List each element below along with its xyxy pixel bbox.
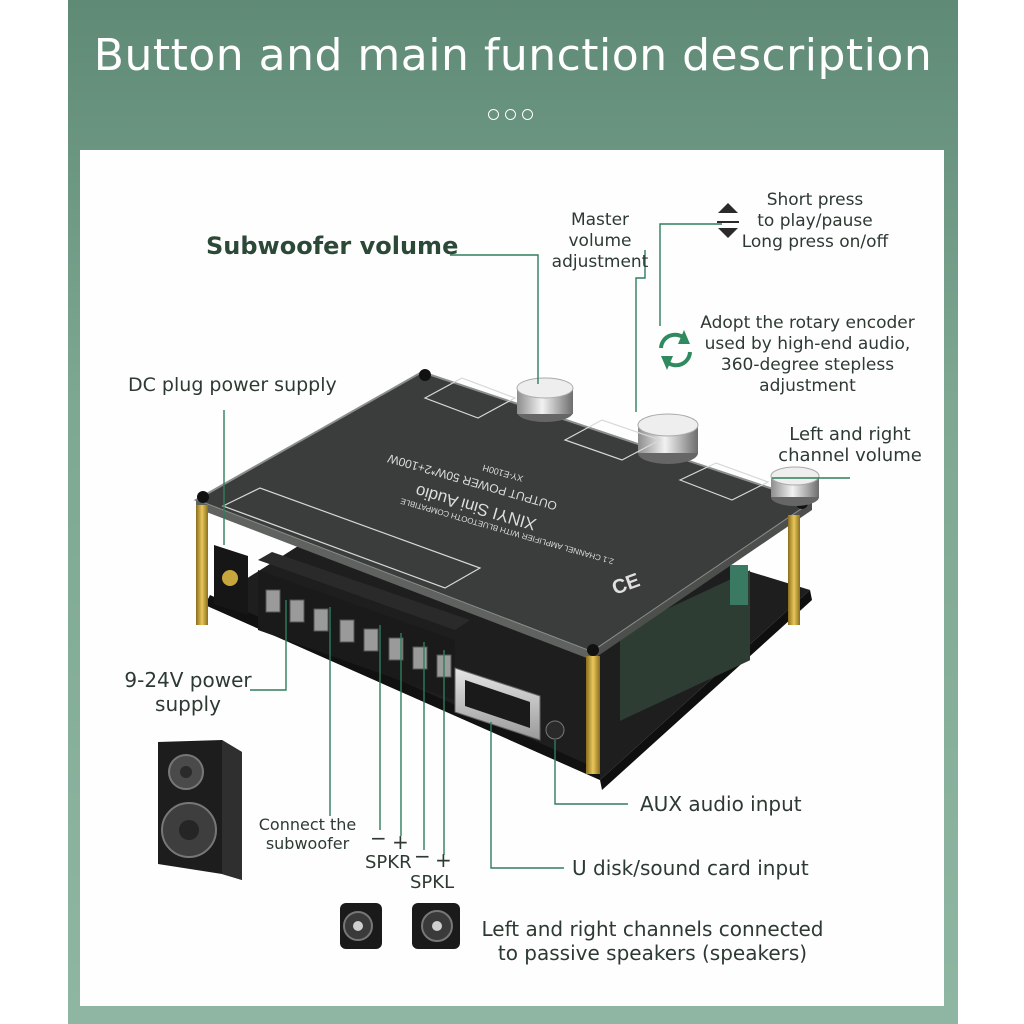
- subwoofer-volume-knob[interactable]: [516, 377, 574, 422]
- label-power-supply: 9-24V power supply: [124, 668, 252, 716]
- pagination-dot[interactable]: [505, 109, 516, 120]
- spkl-plus: +: [435, 848, 452, 872]
- plate-markings: [221, 377, 770, 589]
- label-aux-input: AUX audio input: [640, 792, 802, 816]
- label-udisk: U disk/sound card input: [572, 856, 809, 880]
- leader-lines: [223, 223, 850, 869]
- label-short-press: Short press to play/pause Long press on/…: [741, 190, 889, 252]
- aux-jack: [545, 720, 565, 740]
- label-connect-subwoofer: Connect the subwoofer: [258, 815, 357, 853]
- up-down-arrow-icon: [717, 203, 739, 238]
- usb-port: [454, 667, 541, 741]
- label-passive-speakers: Left and right channels connected to pas…: [481, 917, 824, 965]
- label-dc-plug: DC plug power supply: [128, 374, 337, 396]
- pagination-dot[interactable]: [522, 109, 533, 120]
- knobs: [516, 377, 820, 506]
- dc-jack: [214, 545, 248, 615]
- label-spkr: SPKR: [365, 852, 412, 873]
- pagination-dots: [488, 107, 538, 123]
- rotate-icon: [659, 330, 692, 370]
- master-volume-knob[interactable]: [637, 413, 699, 464]
- label-subwoofer-volume: Subwoofer volume: [206, 232, 459, 260]
- satellite-speaker-icon: [340, 903, 460, 949]
- label-master-volume: Master volume adjustment: [551, 210, 649, 272]
- spkl-minus: −: [414, 844, 431, 868]
- top-plate: [193, 370, 815, 660]
- brass-standoffs: [196, 369, 808, 774]
- speaker-terminal-block: [258, 552, 470, 700]
- pagination-dot[interactable]: [488, 109, 499, 120]
- spkr-minus: −: [370, 826, 387, 850]
- label-rotary-encoder: Adopt the rotary encoder used by high-en…: [700, 313, 915, 396]
- spkr-plus: +: [392, 830, 409, 854]
- label-lr-volume: Left and right channel volume: [778, 424, 922, 466]
- label-spkl: SPKL: [410, 872, 455, 893]
- subwoofer-speaker-icon: [158, 740, 242, 880]
- page-title: Button and main function description: [93, 30, 933, 81]
- lr-volume-knob[interactable]: [770, 466, 820, 506]
